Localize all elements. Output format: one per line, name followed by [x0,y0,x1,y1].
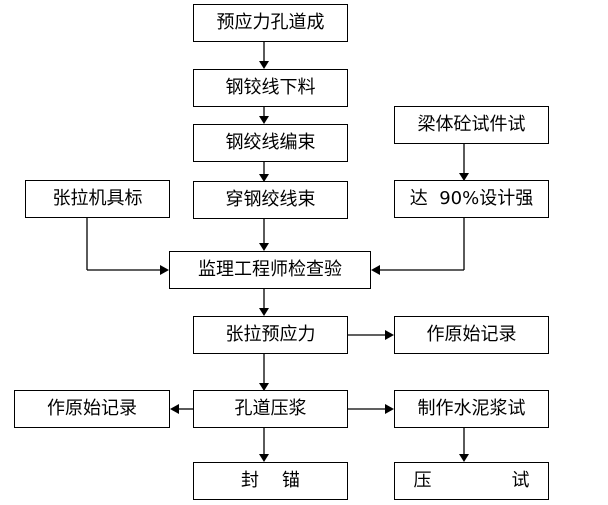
node-grouting: 孔道压浆 [193,390,348,428]
node-strand-cut: 钢铰线下料 [193,69,348,107]
node-strand-bundle: 钢绞线编束 [193,124,348,162]
node-record-1: 作原始记录 [394,316,549,354]
node-prestress: 张拉预应力 [193,316,348,354]
node-strength-90: 达 90%设计强 [394,180,549,218]
node-record-2: 作原始记录 [14,390,170,428]
node-supervisor-check: 监理工程师检查验 [169,251,371,289]
node-mortar-test: 制作水泥浆试 [394,390,549,428]
node-pre-hole: 预应力孔道成 [193,4,348,42]
node-anchor-seal: 封 锚 [193,462,348,500]
node-thread-strand: 穿钢绞线束 [193,181,348,219]
node-press-test: 压 试 [394,462,549,500]
node-beam-test: 梁体砼试件试 [394,106,549,144]
node-tension-tool: 张拉机具标 [25,180,170,218]
